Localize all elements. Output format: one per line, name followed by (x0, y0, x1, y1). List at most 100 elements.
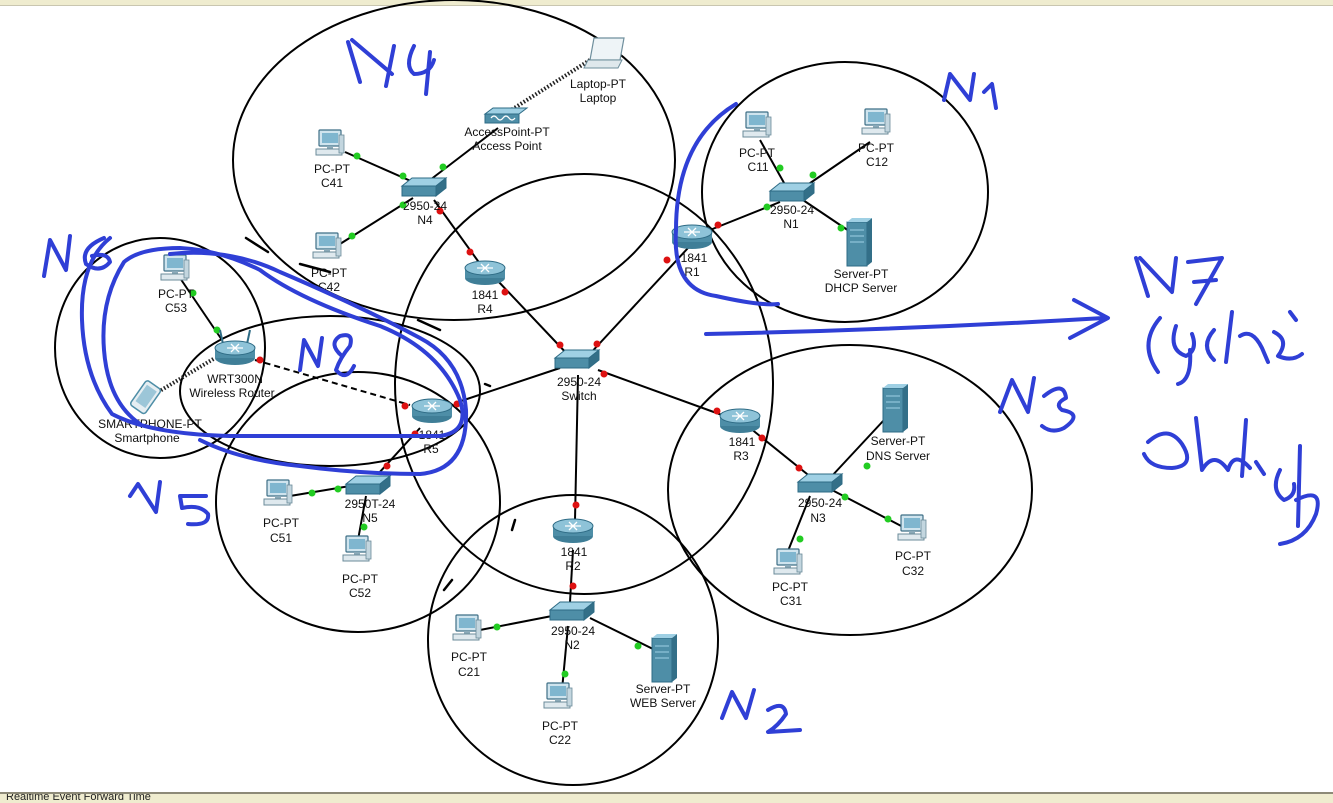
pc-c42[interactable] (312, 232, 342, 259)
handwritten-loop-n6 (79, 236, 465, 439)
dot-down (436, 207, 444, 215)
dot-up (634, 642, 642, 650)
n4-name-label: N4 (417, 213, 433, 227)
switch-n1[interactable] (769, 182, 815, 202)
pc-icon (315, 129, 345, 156)
link-c22-n2 (561, 625, 569, 691)
switch-icon (797, 473, 843, 493)
c31-model-label: PC-PT (772, 580, 809, 594)
dot-down (572, 501, 580, 509)
smartphone-device[interactable] (130, 380, 162, 415)
router-icon (552, 518, 594, 544)
link-ap-n4 (429, 127, 499, 181)
dot-down (758, 434, 766, 442)
dot-up (353, 152, 361, 160)
dot-down (663, 256, 671, 264)
c12-model-label: PC-PT (858, 141, 895, 155)
link-dhcp-n1 (799, 197, 856, 236)
network-area-circles (54, 0, 1033, 786)
access-point-device[interactable] (483, 107, 529, 124)
pc-icon (773, 548, 803, 575)
c32-name-label: C32 (902, 564, 924, 578)
dot-up (884, 515, 892, 523)
handwritten-arrow-n7 (704, 298, 1110, 340)
dns-name-label: DNS Server (866, 449, 930, 463)
switch-icon (554, 349, 600, 369)
c51-model-label: PC-PT (263, 516, 300, 530)
pc-c11[interactable] (742, 111, 772, 138)
dhcp-name-label: DHCP Server (825, 281, 897, 295)
c22-name-label: C22 (549, 733, 571, 747)
link-c21-n2 (479, 615, 553, 631)
pc-c12[interactable] (861, 108, 891, 135)
c21-name-label: C21 (458, 665, 480, 679)
area-circle-n3 (667, 344, 1033, 636)
pc-icon (263, 479, 293, 506)
pc-c22[interactable] (543, 682, 573, 709)
laptop-icon (589, 37, 625, 61)
link-status-dots (189, 152, 892, 678)
dot-up (776, 164, 784, 172)
switch-n2[interactable] (549, 601, 595, 621)
dot-up (809, 171, 817, 179)
wireless-router-device[interactable] (214, 329, 256, 366)
server-dhcp[interactable] (846, 217, 873, 267)
n3-model-label: 2950-24 (798, 496, 842, 510)
router-r5[interactable] (411, 398, 453, 424)
laptop-device[interactable] (583, 37, 625, 69)
pc-icon (742, 111, 772, 138)
handwritten-label-n2 (720, 688, 802, 734)
handwritten-circle-r1 (673, 102, 780, 307)
router-icon (464, 260, 506, 286)
core-name-label: Switch (561, 389, 596, 403)
dot-down (569, 582, 577, 590)
server-icon (846, 217, 873, 267)
link-c11-n1 (759, 139, 789, 191)
dot-up (399, 201, 407, 209)
dot-down (556, 341, 564, 349)
wrt-name-label: Wireless Router (189, 386, 274, 400)
pc-c52[interactable] (342, 535, 372, 562)
c52-name-label: C52 (349, 586, 371, 600)
pc-c51[interactable] (263, 479, 293, 506)
link-core-r5 (454, 367, 561, 404)
switch-n3[interactable] (797, 473, 843, 493)
r1-name-label: R1 (684, 265, 700, 279)
dot-up (837, 224, 845, 232)
n5-name-label: N5 (362, 511, 378, 525)
pc-icon (897, 514, 927, 541)
status-bar: Realtime Event Forward Time (0, 792, 1333, 803)
server-icon (651, 633, 678, 683)
pc-icon (861, 108, 891, 135)
router-r3[interactable] (719, 408, 761, 434)
ap-model-label: AccessPoint-PT (464, 125, 550, 139)
n2-model-label: 2950-24 (551, 624, 595, 638)
server-web[interactable] (651, 633, 678, 683)
handwritten-label-n3 (998, 376, 1076, 433)
pc-c53[interactable] (160, 254, 190, 281)
pc-c41[interactable] (315, 129, 345, 156)
router-r4[interactable] (464, 260, 506, 286)
c31-name-label: C31 (780, 594, 802, 608)
c53-model-label: PC-PT (158, 287, 195, 301)
switch-core[interactable] (554, 349, 600, 369)
link-c12-n1 (799, 141, 871, 191)
area-circle-n5 (215, 371, 501, 633)
handwritten-label-n7 (1134, 256, 1224, 306)
n1-model-label: 2950-24 (770, 203, 814, 217)
r4-name-label: R4 (477, 302, 493, 316)
server-icon (882, 383, 909, 433)
pc-c21[interactable] (452, 614, 482, 641)
handwritten-label-n4 (346, 38, 436, 96)
c12-name-label: C12 (866, 155, 888, 169)
server-dns[interactable] (882, 383, 909, 433)
pc-c32[interactable] (897, 514, 927, 541)
c53-name-label: C53 (165, 301, 187, 315)
handwritten-loop-n8 (168, 250, 469, 476)
switch-n5[interactable] (345, 475, 391, 495)
pc-c31[interactable] (773, 548, 803, 575)
router-r2[interactable] (552, 518, 594, 544)
switch-n4[interactable] (401, 177, 447, 197)
core-model-label: 2950-24 (557, 375, 601, 389)
